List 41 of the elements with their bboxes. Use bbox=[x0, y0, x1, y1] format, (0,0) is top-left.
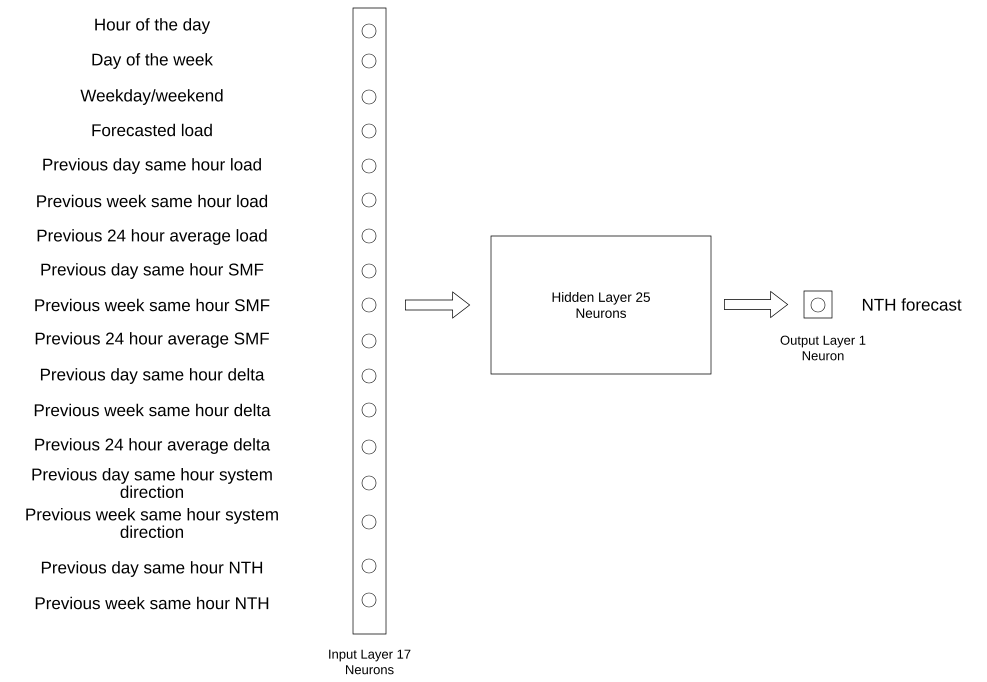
neuron-circle bbox=[362, 90, 376, 104]
neuron-circle bbox=[362, 476, 376, 490]
neuron-circle bbox=[362, 592, 376, 608]
input-label: Day of the week bbox=[92, 53, 213, 69]
input-label: Hour of the day bbox=[95, 18, 210, 34]
input-label: Previous day same hour NTH bbox=[42, 561, 262, 577]
neuron-circle bbox=[362, 264, 376, 278]
block-arrow bbox=[405, 291, 470, 319]
neuron-circle bbox=[362, 192, 376, 208]
block-arrow bbox=[724, 290, 788, 318]
input-label: Previous 24 hour average delta bbox=[35, 438, 270, 454]
neuron-circle bbox=[362, 158, 376, 174]
input-label: Forecasted load bbox=[92, 124, 212, 136]
neuron-circle bbox=[362, 558, 376, 574]
neuron-circle bbox=[362, 228, 376, 244]
neuron-circle bbox=[362, 514, 376, 530]
input-label: Previous week same hour load bbox=[37, 194, 268, 208]
neuron-circle bbox=[362, 334, 376, 348]
neuron-circle bbox=[362, 54, 376, 68]
input-label: Previous day same hour load bbox=[43, 158, 261, 174]
input-label: Previous week same hour NTH bbox=[36, 596, 268, 610]
input-label: Previous week same hour SMF bbox=[35, 298, 270, 312]
layer-caption: Output Layer 1 Neuron bbox=[780, 336, 866, 360]
layer-box: Hidden Layer 25 Neurons bbox=[490, 236, 712, 374]
layer-caption: Input Layer 17 Neurons bbox=[329, 650, 410, 674]
neuron-circle bbox=[362, 402, 376, 418]
input-label: Previous 24 hour average load bbox=[38, 229, 267, 245]
input-label: Previous 24 hour average SMF bbox=[36, 332, 269, 348]
input-label: Previous week same hour delta bbox=[34, 404, 271, 416]
neuron-circle bbox=[362, 24, 376, 38]
neuron-circle bbox=[362, 124, 376, 138]
input-label: Previous day same hour delta bbox=[40, 368, 264, 384]
input-label: Previous day same hour SMF bbox=[41, 263, 264, 279]
neuron-circle bbox=[362, 368, 376, 384]
input-label: Previous day same hour system direction bbox=[32, 468, 272, 498]
output-label: NTH forecast bbox=[862, 298, 962, 311]
neuron-circle bbox=[810, 298, 826, 312]
input-label: Previous week same hour system direction bbox=[26, 508, 278, 538]
neuron-circle bbox=[362, 298, 376, 312]
neuron-circle bbox=[362, 440, 376, 454]
input-label: Weekday/weekend bbox=[80, 89, 223, 105]
